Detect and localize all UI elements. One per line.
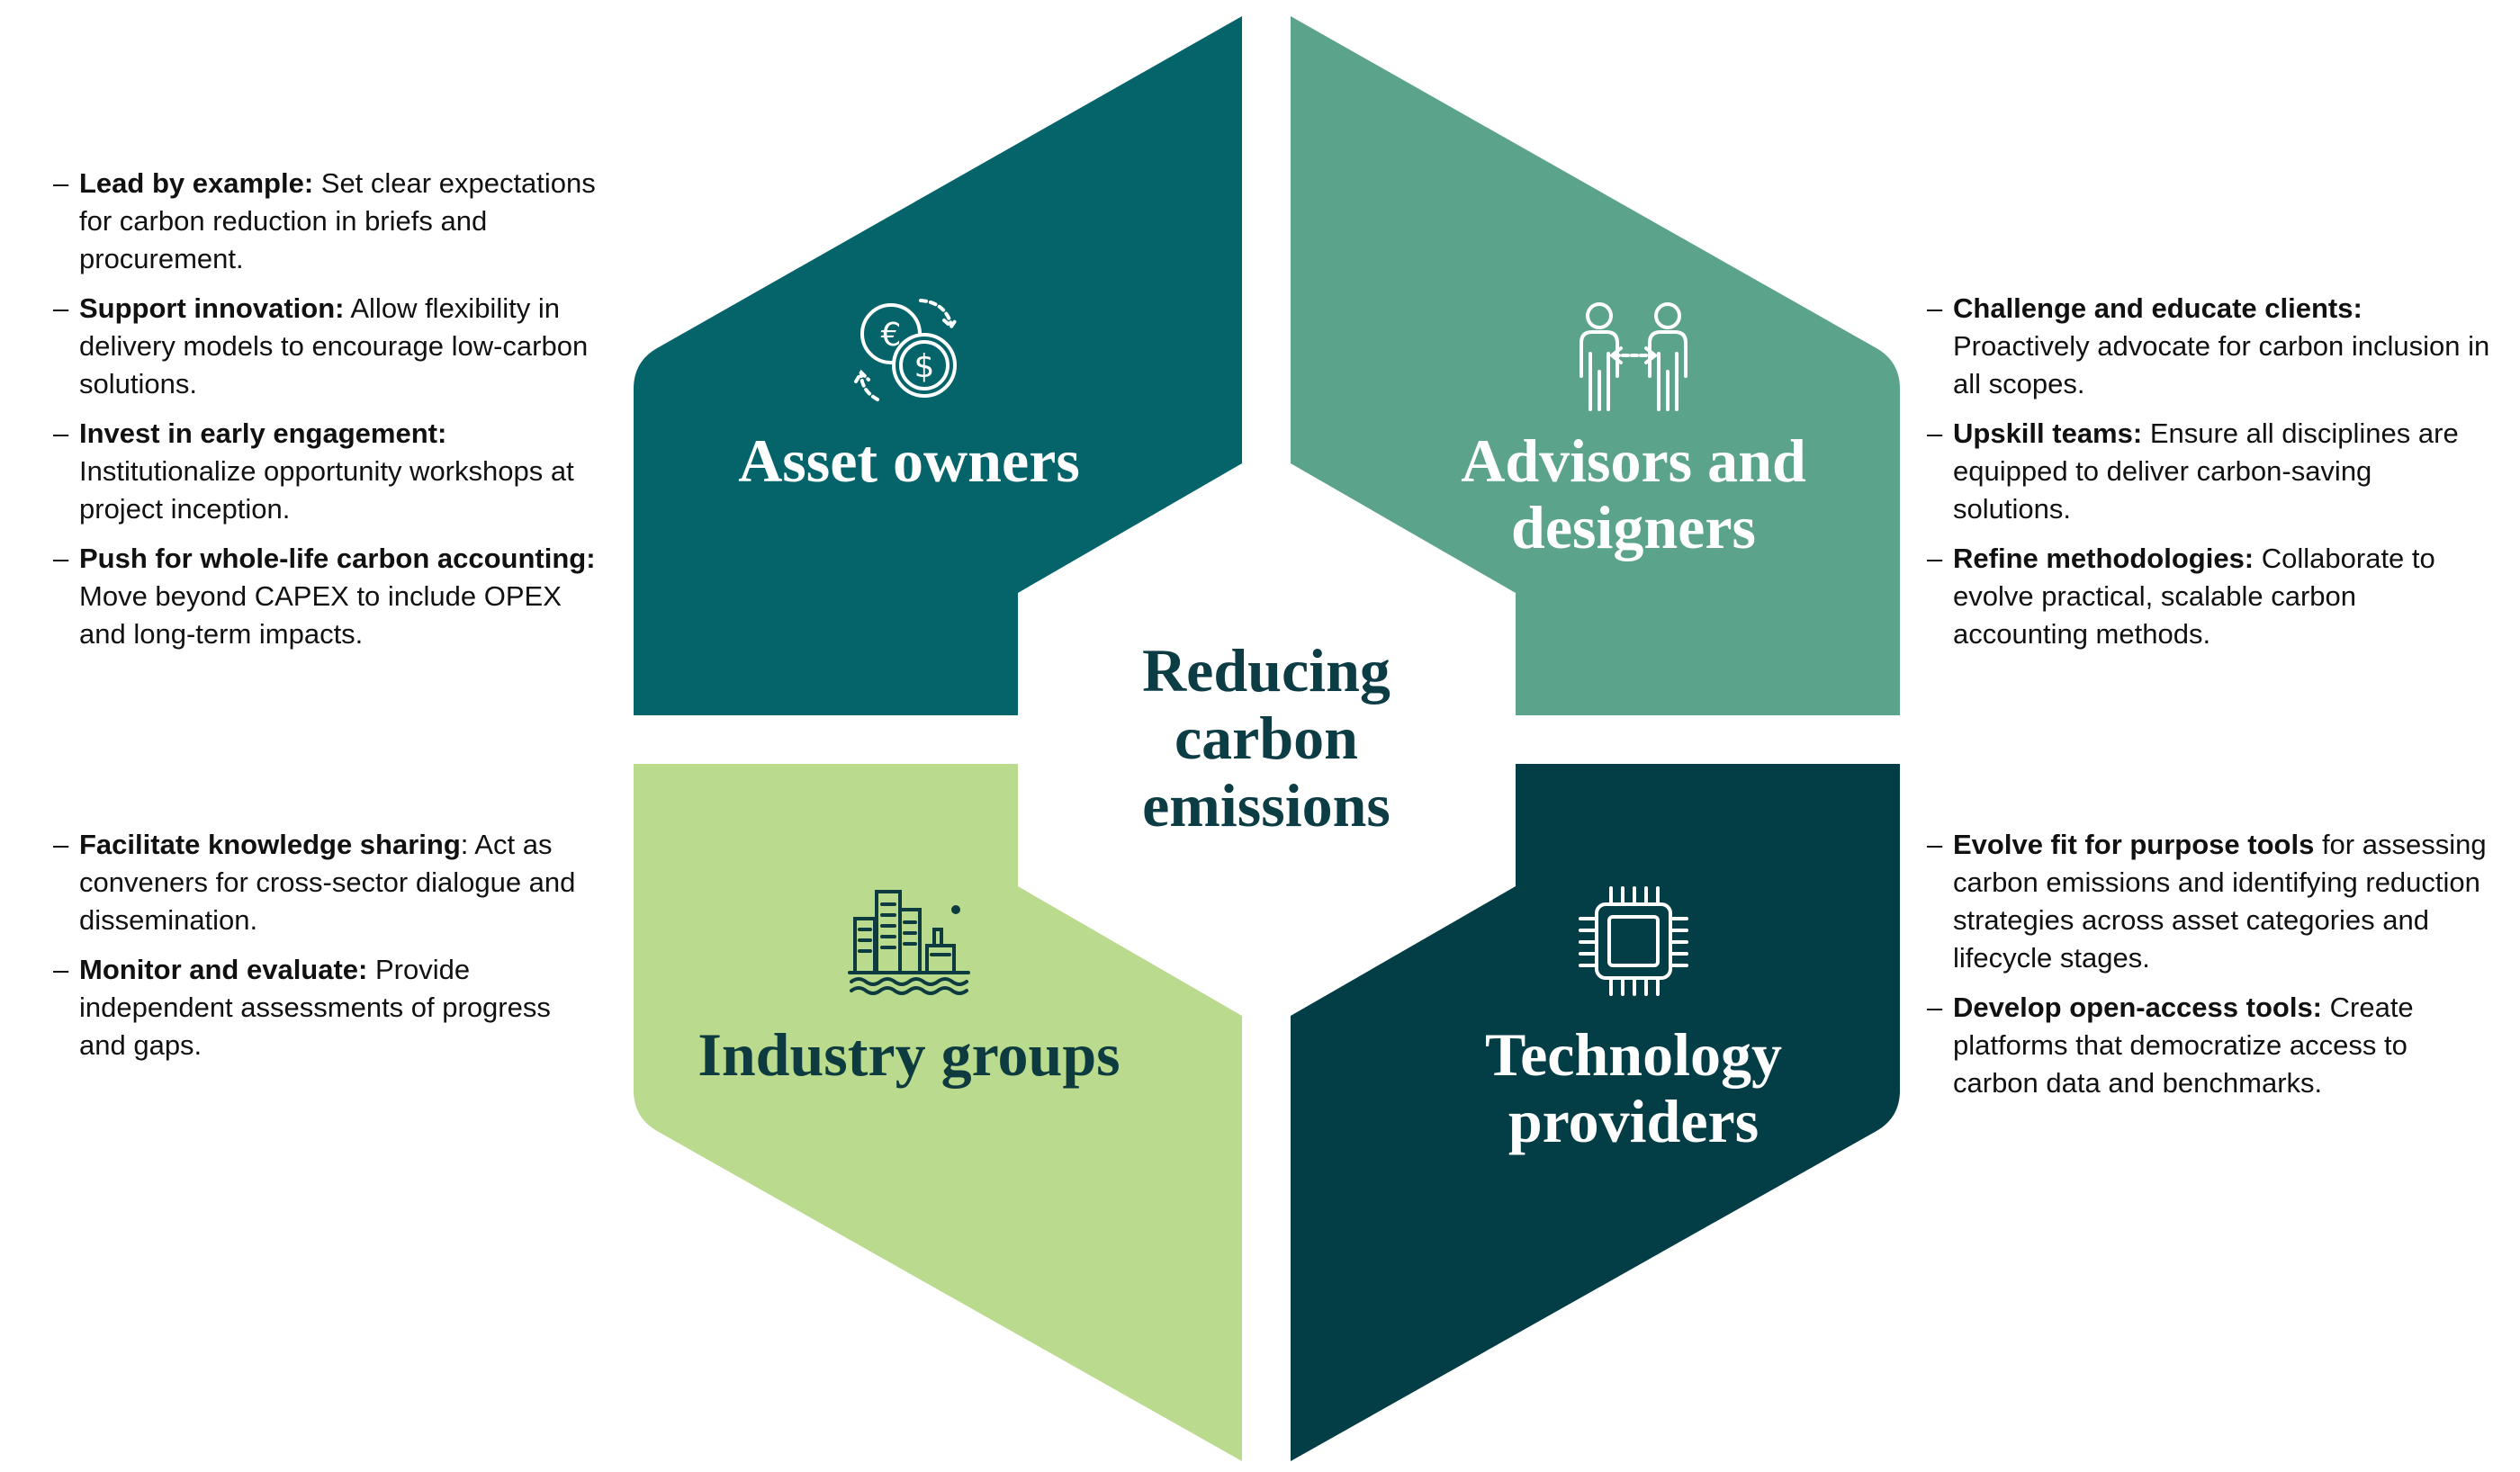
item-text: Ensure all disciplines are equipped to d… (1953, 417, 2459, 525)
currency-exchange-icon: € $ (854, 299, 958, 401)
bullet-dash: – (53, 829, 69, 860)
list-item: –Support innovation: Allow flexibility i… (53, 290, 602, 403)
city-industry-icon (848, 890, 970, 995)
bullet-dash: – (1927, 992, 1943, 1023)
segment-title-asset-owners: Asset owners (738, 426, 1080, 495)
people-exchange-icon (1580, 302, 1688, 411)
list-item: –Challenge and educate clients: Proactiv… (1927, 290, 2494, 403)
segment-title-technology-providers: Technology providers (1484, 1020, 1782, 1155)
list-item: –Facilitate knowledge sharing: Act as co… (53, 826, 602, 939)
item-heading: Push for whole-life carbon accounting: (79, 543, 596, 574)
item-text: Proactively advocate for carbon inclusio… (1953, 330, 2490, 399)
bullet-dash: – (1927, 417, 1943, 449)
item-heading: Develop open-access tools: (1953, 992, 2323, 1023)
bullet-dash: – (1927, 829, 1943, 860)
list-item: –Evolve fit for purpose tools for assess… (1927, 826, 2494, 977)
bullet-dash: – (53, 543, 69, 574)
item-heading: Refine methodologies: (1953, 543, 2254, 574)
item-text: Create platforms that democratize access… (1953, 992, 2414, 1099)
microchip-icon (1579, 886, 1688, 996)
list-item: –Invest in early engagement: Institution… (53, 415, 602, 528)
list-item: –Refine methodologies: Collaborate to ev… (1927, 540, 2494, 653)
segment-title-industry-groups: Industry groups (698, 1020, 1120, 1089)
bullet-dash: – (1927, 292, 1943, 324)
item-text: Collaborate to evolve practical, scalabl… (1953, 543, 2435, 650)
item-heading: Lead by example: (79, 167, 314, 199)
bullet-dash: – (53, 167, 69, 199)
segment-technology-providers (1291, 764, 1900, 1461)
item-text: Move beyond CAPEX to include OPEX and lo… (79, 580, 562, 650)
list-item: –Monitor and evaluate: Provide independe… (53, 951, 602, 1064)
center-title: Reducing carbon emissions (1142, 636, 1390, 839)
segment-industry-groups (634, 764, 1242, 1461)
item-text: Set clear expectations for carbon reduct… (79, 167, 596, 274)
bullet-dash: – (1927, 543, 1943, 574)
technology-providers-actions: –Evolve fit for purpose tools for assess… (1927, 826, 2494, 1114)
item-text: Institutionalize opportunity workshops a… (79, 455, 574, 525)
item-heading: Monitor and evaluate: (79, 954, 368, 985)
item-text: Allow flexibility in delivery models to … (79, 292, 589, 399)
asset-owners-actions: –Lead by example: Set clear expectations… (53, 165, 602, 665)
bullet-dash: – (53, 954, 69, 985)
bullet-dash: – (53, 292, 69, 324)
item-text: for assessing carbon emissions and ident… (1953, 829, 2487, 974)
list-item: –Push for whole-life carbon accounting: … (53, 540, 602, 653)
item-heading: Support innovation: (79, 292, 345, 324)
svg-text:€: € (881, 317, 902, 354)
segment-advisors-designers (1291, 16, 1900, 715)
list-item: –Upskill teams: Ensure all disciplines a… (1927, 415, 2494, 528)
item-text: : Act as conveners for cross-sector dial… (79, 829, 576, 936)
segment-title-advisors-designers: Advisors and designers (1461, 426, 1806, 561)
svg-text:$: $ (914, 348, 935, 385)
item-heading: Challenge and educate clients: (1953, 292, 2362, 324)
advisors-designers-actions: –Challenge and educate clients: Proactiv… (1927, 290, 2494, 665)
item-heading: Evolve fit for purpose tools (1953, 829, 2315, 860)
item-heading: Invest in early engagement: (79, 417, 447, 449)
list-item: –Develop open-access tools: Create platf… (1927, 989, 2494, 1102)
item-heading: Facilitate knowledge sharing (79, 829, 461, 860)
bullet-dash: – (53, 417, 69, 449)
industry-groups-actions: –Facilitate knowledge sharing: Act as co… (53, 826, 602, 1076)
item-text: Provide independent assessments of progr… (79, 954, 551, 1061)
item-heading: Upskill teams: (1953, 417, 2143, 449)
list-item: –Lead by example: Set clear expectations… (53, 165, 602, 278)
